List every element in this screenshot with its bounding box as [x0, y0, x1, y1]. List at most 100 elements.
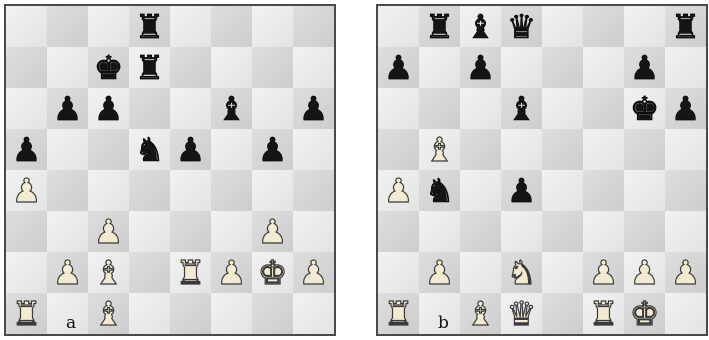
square[interactable]: ♟: [293, 88, 334, 129]
black-pawn-icon[interactable]: ♟: [176, 133, 206, 166]
square[interactable]: [378, 252, 419, 293]
square[interactable]: ♟: [47, 252, 88, 293]
square[interactable]: [252, 47, 293, 88]
square[interactable]: [6, 252, 47, 293]
square[interactable]: ♜: [129, 47, 170, 88]
square[interactable]: [293, 129, 334, 170]
square[interactable]: [419, 88, 460, 129]
black-knight-icon[interactable]: ♞: [425, 174, 455, 207]
square[interactable]: [665, 129, 706, 170]
square[interactable]: ♟: [293, 252, 334, 293]
square[interactable]: [47, 129, 88, 170]
square[interactable]: ♟: [665, 88, 706, 129]
square[interactable]: [252, 6, 293, 47]
square[interactable]: [583, 211, 624, 252]
white-pawn-icon[interactable]: ♟: [425, 256, 455, 289]
square[interactable]: ♚: [624, 293, 665, 334]
square[interactable]: [460, 88, 501, 129]
square[interactable]: [293, 211, 334, 252]
square[interactable]: ♜: [129, 6, 170, 47]
square[interactable]: [211, 129, 252, 170]
square[interactable]: [47, 47, 88, 88]
black-king-icon[interactable]: ♚: [630, 92, 660, 125]
square[interactable]: [542, 170, 583, 211]
square[interactable]: [460, 129, 501, 170]
square[interactable]: ♝: [460, 6, 501, 47]
square[interactable]: [624, 129, 665, 170]
white-pawn-icon[interactable]: ♟: [299, 256, 329, 289]
square[interactable]: ♞: [129, 129, 170, 170]
square[interactable]: ♜: [419, 6, 460, 47]
square[interactable]: ♜: [378, 293, 419, 334]
black-pawn-icon[interactable]: ♟: [507, 174, 537, 207]
white-rook-icon[interactable]: ♜: [12, 297, 42, 330]
square[interactable]: [211, 211, 252, 252]
square[interactable]: ♞: [501, 252, 542, 293]
square[interactable]: ♛: [501, 293, 542, 334]
black-bishop-icon[interactable]: ♝: [507, 92, 537, 125]
square[interactable]: ♟: [170, 129, 211, 170]
square[interactable]: [501, 129, 542, 170]
square[interactable]: ♟: [378, 170, 419, 211]
black-rook-icon[interactable]: ♜: [135, 51, 165, 84]
black-rook-icon[interactable]: ♜: [671, 10, 701, 43]
square[interactable]: ♟: [378, 47, 419, 88]
square[interactable]: ♟: [88, 211, 129, 252]
square[interactable]: [129, 211, 170, 252]
square[interactable]: ♟: [624, 47, 665, 88]
black-pawn-icon[interactable]: ♟: [384, 51, 414, 84]
square[interactable]: [460, 211, 501, 252]
square[interactable]: ♟: [6, 170, 47, 211]
square[interactable]: [542, 293, 583, 334]
square[interactable]: ♜: [170, 252, 211, 293]
square[interactable]: [211, 170, 252, 211]
square[interactable]: [583, 129, 624, 170]
square[interactable]: [47, 170, 88, 211]
square[interactable]: [6, 88, 47, 129]
square[interactable]: ♜: [6, 293, 47, 334]
square[interactable]: [460, 252, 501, 293]
white-bishop-icon[interactable]: ♝: [425, 133, 455, 166]
white-bishop-icon[interactable]: ♝: [94, 256, 124, 289]
square[interactable]: [252, 170, 293, 211]
square[interactable]: [170, 88, 211, 129]
square[interactable]: [583, 170, 624, 211]
square[interactable]: ♟: [460, 47, 501, 88]
square[interactable]: [542, 6, 583, 47]
square[interactable]: [542, 129, 583, 170]
square[interactable]: ♟: [6, 129, 47, 170]
square[interactable]: [501, 211, 542, 252]
square[interactable]: [129, 88, 170, 129]
square[interactable]: [624, 211, 665, 252]
black-bishop-icon[interactable]: ♝: [466, 10, 496, 43]
black-rook-icon[interactable]: ♜: [135, 10, 165, 43]
black-knight-icon[interactable]: ♞: [135, 133, 165, 166]
square[interactable]: ♟: [583, 252, 624, 293]
white-rook-icon[interactable]: ♜: [589, 297, 619, 330]
square[interactable]: ♛: [501, 6, 542, 47]
square[interactable]: ♟: [47, 88, 88, 129]
square[interactable]: [252, 88, 293, 129]
square[interactable]: [170, 6, 211, 47]
black-pawn-icon[interactable]: ♟: [12, 133, 42, 166]
square[interactable]: [583, 47, 624, 88]
square[interactable]: [6, 211, 47, 252]
square[interactable]: [665, 293, 706, 334]
square[interactable]: ♟: [252, 129, 293, 170]
square[interactable]: [170, 47, 211, 88]
square[interactable]: [542, 252, 583, 293]
square[interactable]: [665, 170, 706, 211]
square[interactable]: [47, 211, 88, 252]
square[interactable]: ♜: [583, 293, 624, 334]
square[interactable]: [170, 293, 211, 334]
square[interactable]: ♚: [88, 47, 129, 88]
square[interactable]: [665, 211, 706, 252]
square[interactable]: [252, 293, 293, 334]
square[interactable]: ♜: [665, 6, 706, 47]
square[interactable]: [542, 88, 583, 129]
white-pawn-icon[interactable]: ♟: [258, 215, 288, 248]
white-pawn-icon[interactable]: ♟: [217, 256, 247, 289]
white-pawn-icon[interactable]: ♟: [630, 256, 660, 289]
square[interactable]: ♟: [252, 211, 293, 252]
black-pawn-icon[interactable]: ♟: [671, 92, 701, 125]
